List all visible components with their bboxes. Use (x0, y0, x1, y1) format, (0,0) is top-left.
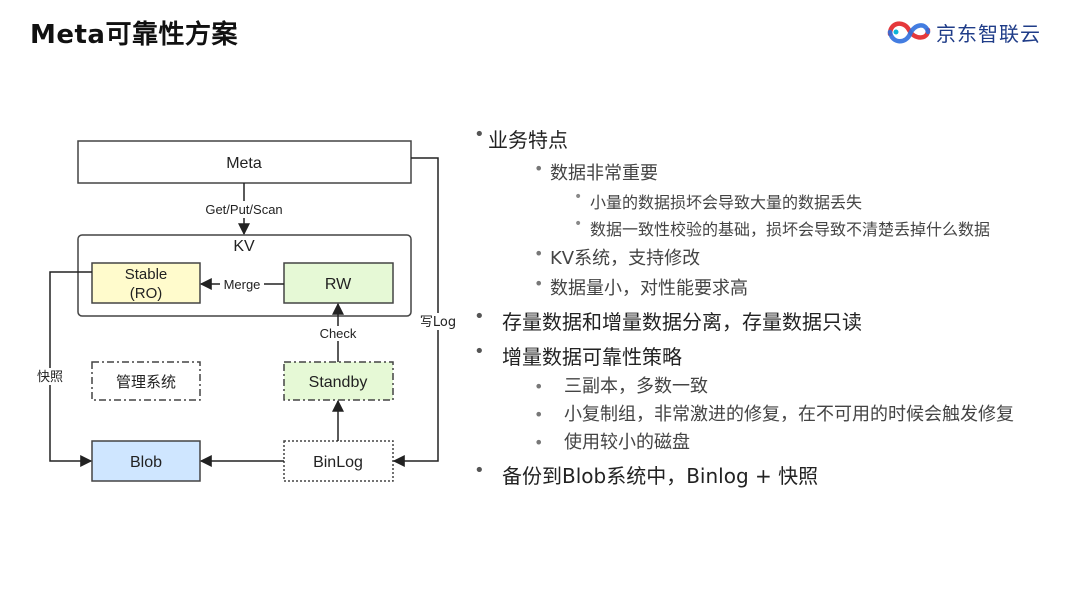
mgmt-label: 管理系统 (116, 373, 176, 391)
standby-box (283, 361, 394, 401)
logo-text: 京东智联云 (936, 21, 1041, 46)
stable-ro-label: (RO) (130, 285, 163, 302)
check-label: Check (320, 326, 357, 341)
bullet-l2: KV系统，支持修改 (472, 244, 1062, 270)
bullet-l2: 三副本，多数一致 (472, 376, 1062, 398)
snapshot-label: 快照 (37, 370, 63, 385)
kv-label: KV (233, 238, 255, 255)
merge-label: Merge (224, 277, 261, 292)
write-log-label: 写Log (420, 315, 456, 330)
blob-box (91, 440, 201, 482)
binlog-box (283, 440, 394, 482)
snapshot-arrow (49, 271, 93, 467)
bullet-l2: 小复制组，非常激进的修复，在不可用的时候会触发修复 (472, 404, 1062, 426)
standby-label: Standby (309, 374, 368, 391)
jd-cloud-logo-icon (887, 21, 931, 44)
bullet-l3: 小量的数据损坏会导致大量的数据丢失 (472, 189, 1062, 213)
bullet-l3: 数据一致性校验的基础，损坏会导致不清楚丢掉什么数据 (472, 216, 1062, 240)
get-put-scan-label: Get/Put/Scan (205, 202, 282, 217)
brand-logo: 京东智联云 (886, 14, 1056, 50)
bullet-l1: 备份到Blob系统中，Binlog + 快照 (472, 460, 1062, 489)
mgmt-box (91, 361, 201, 401)
rw-label: RW (325, 276, 352, 293)
bullet-l1: 增量数据可靠性策略 (472, 341, 1062, 370)
stable-label: Stable (125, 266, 168, 283)
bullet-l2: 数据非常重要 (472, 159, 1062, 185)
stable-box (91, 262, 201, 304)
binlog-label: BinLog (313, 454, 363, 471)
page-title: Meta可靠性方案 (30, 20, 238, 50)
blob-label: Blob (130, 454, 162, 471)
write-log-arrow (392, 157, 439, 467)
bullet-l1: 业务特点 (472, 124, 1062, 153)
bullet-l2: 使用较小的磁盘 (472, 432, 1062, 454)
meta-label: Meta (226, 155, 262, 172)
bullet-l2: 数据量小，对性能要求高 (472, 274, 1062, 300)
bullet-list: 业务特点 数据非常重要 小量的数据损坏会导致大量的数据丢失 数据一致性校验的基础… (472, 118, 1062, 495)
bullet-l1: 存量数据和增量数据分离，存量数据只读 (472, 306, 1062, 335)
